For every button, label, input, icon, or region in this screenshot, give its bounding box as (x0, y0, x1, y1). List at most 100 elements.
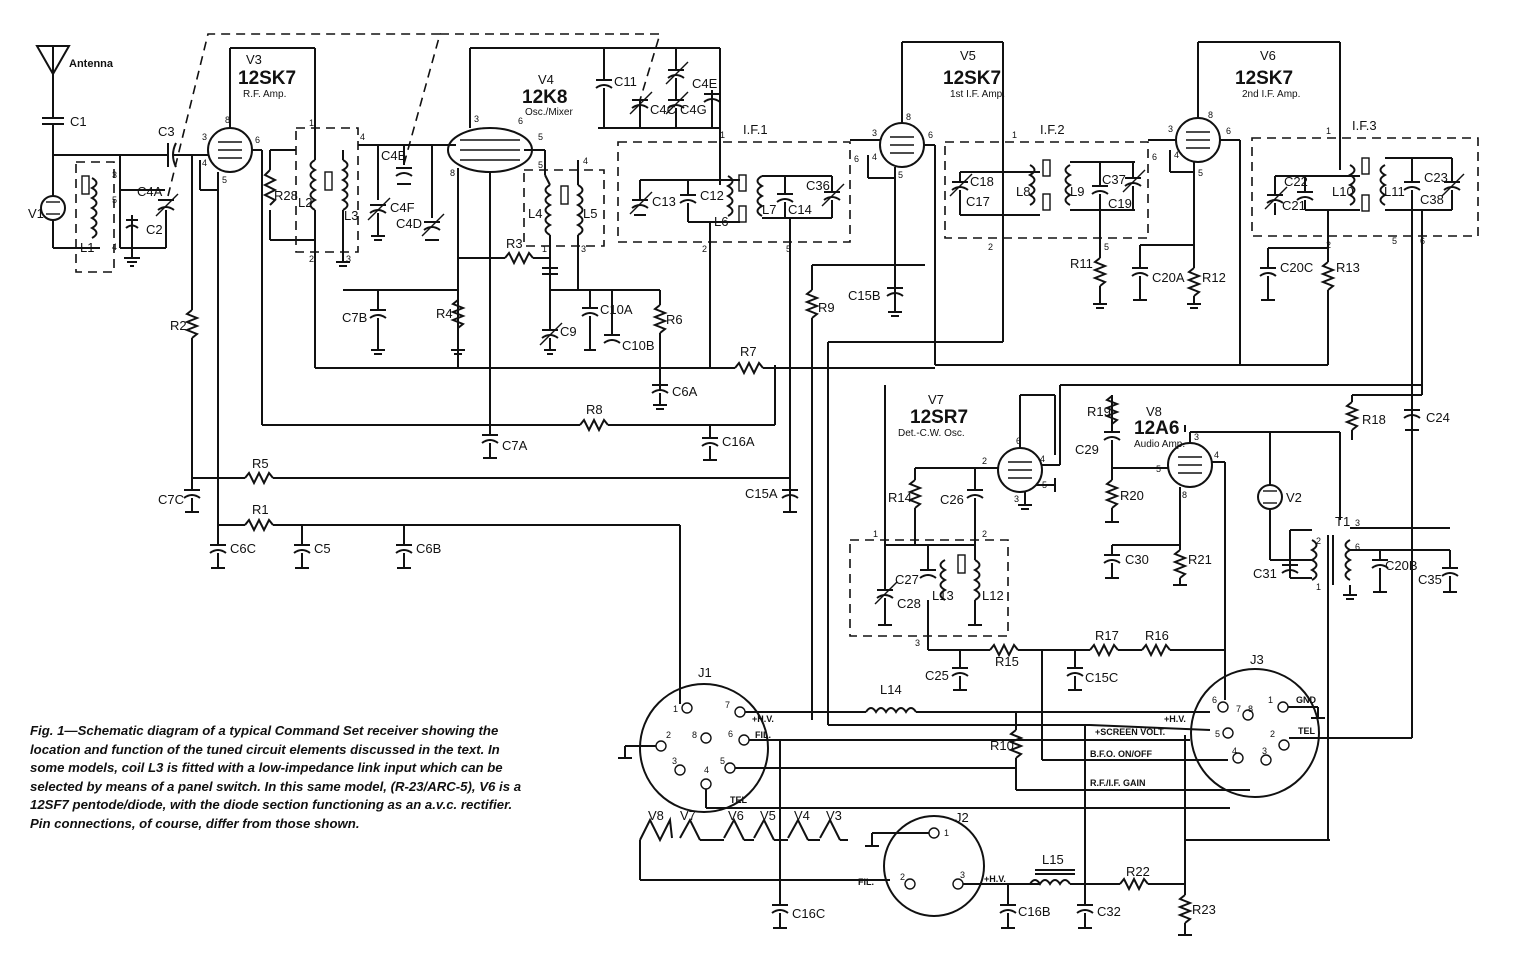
coils-l2-l3 (270, 130, 350, 368)
label-r8: R8 (586, 402, 603, 417)
label-c6c: C6C (230, 541, 256, 556)
label-c19: C19 (1108, 196, 1132, 211)
label-l12: L12 (982, 588, 1004, 603)
label-l14: L14 (880, 682, 902, 697)
label-r23: R23 (1192, 902, 1216, 917)
v6-plate-decoupling (1259, 248, 1336, 365)
if-transformer-3 (1264, 157, 1465, 700)
svg-text:3: 3 (202, 132, 207, 142)
svg-text:4: 4 (583, 156, 588, 166)
label-l1: L1 (80, 240, 94, 255)
svg-text:3: 3 (346, 254, 351, 264)
label-c5: C5 (314, 541, 331, 556)
svg-text:5: 5 (538, 160, 543, 170)
bfo-tank (874, 544, 982, 650)
coil-l1 (81, 175, 98, 239)
label-l6: L6 (714, 214, 728, 229)
label-v3: V3 (246, 52, 262, 67)
svg-text:4: 4 (1232, 746, 1237, 756)
label-v5: V5 (960, 48, 976, 63)
svg-text:3: 3 (1262, 746, 1267, 756)
tube-v3-function: R.F. Amp. (243, 89, 286, 100)
resistor-r10 (1008, 712, 1024, 768)
label-r11: R11 (1070, 256, 1093, 271)
v6-cathode-network (1131, 245, 1202, 309)
label-c16b: C16B (1018, 904, 1051, 919)
label-c37: C37 (1102, 172, 1126, 187)
j3-tel-label: TEL (1298, 726, 1316, 736)
tube-v4-type: 12K8 (522, 87, 567, 108)
svg-text:7: 7 (725, 700, 730, 710)
label-r3: R3 (506, 236, 523, 251)
svg-text:5: 5 (1198, 168, 1203, 178)
label-c26: C26 (940, 492, 964, 507)
capacitor-c6a (651, 384, 669, 410)
svg-text:8: 8 (1182, 490, 1187, 500)
if-transformer-3-box (1251, 137, 1479, 237)
svg-text:2: 2 (982, 529, 987, 539)
label-c4g: C4G (680, 102, 707, 117)
svg-text:5: 5 (1156, 464, 1161, 474)
label-r13: R13 (1336, 260, 1360, 275)
svg-text:3: 3 (1014, 494, 1019, 504)
label-c35: C35 (1418, 572, 1442, 587)
fil-v6: V6 (728, 808, 744, 823)
svg-text:1: 1 (1326, 126, 1331, 136)
fil-v8: V8 (648, 808, 664, 823)
svg-text:2: 2 (309, 254, 314, 264)
svg-text:6: 6 (728, 729, 733, 739)
svg-text:1: 1 (873, 529, 878, 539)
label-c3: C3 (158, 124, 175, 139)
label-c7b: C7B (342, 310, 367, 325)
label-c32: C32 (1097, 904, 1121, 919)
svg-text:3: 3 (1168, 124, 1173, 134)
svg-text:3: 3 (1355, 518, 1360, 528)
fil-v4: V4 (794, 808, 810, 823)
svg-text:5: 5 (898, 170, 903, 180)
svg-text:3: 3 (112, 170, 117, 180)
svg-text:1: 1 (309, 118, 314, 128)
tube-v4-function: Osc./Mixer (525, 107, 573, 118)
svg-text:7: 7 (1236, 704, 1241, 714)
label-c4a: C4A (137, 184, 163, 199)
label-c4d: C4D (396, 216, 422, 231)
label-r7: R7 (740, 344, 757, 359)
svg-text:6: 6 (1016, 436, 1021, 446)
tube-v3 (198, 47, 316, 525)
label-t1: T1 (1335, 514, 1350, 529)
label-r16: R16 (1145, 628, 1169, 643)
tube-v5-function: 1st I.F. Amp. (950, 89, 1005, 100)
label-c24: C24 (1426, 410, 1450, 425)
label-c30: C30 (1125, 552, 1149, 567)
antenna-label: Antenna (69, 58, 114, 70)
label-c13: C13 (652, 194, 676, 209)
svg-text:2: 2 (982, 456, 987, 466)
svg-text:3: 3 (960, 870, 965, 880)
ganged-tuning-linkage (167, 33, 442, 197)
bias-bus (262, 360, 1328, 433)
coil-box-l2-l3 (295, 127, 359, 253)
svg-text:6: 6 (1420, 236, 1425, 246)
label-v8: V8 (1146, 404, 1162, 419)
label-l2: L2 (298, 195, 312, 210)
label-c17: C17 (966, 194, 990, 209)
resistor-r11 (1092, 250, 1108, 309)
label-c1: C1 (70, 114, 87, 129)
label-l10: L10 (1332, 184, 1354, 199)
svg-text:4: 4 (872, 152, 877, 162)
tube-v8 (1103, 395, 1340, 650)
j1-label: J1 (698, 665, 712, 680)
svg-text:5: 5 (1215, 729, 1220, 739)
svg-text:4: 4 (704, 765, 709, 775)
c7b-r4 (343, 289, 466, 355)
label-c25: C25 (925, 668, 949, 683)
label-c16a: C16A (722, 434, 755, 449)
j3-gnd-label: GND (1296, 695, 1317, 705)
caps-c7a-c16a (481, 425, 719, 461)
j2-fil-label: FIL. (858, 877, 874, 887)
svg-text:6: 6 (1355, 542, 1360, 552)
svg-text:2: 2 (702, 244, 707, 254)
label-l13: L13 (932, 588, 954, 603)
label-c4b: C4B (381, 148, 406, 163)
label-r6: R6 (666, 312, 683, 327)
